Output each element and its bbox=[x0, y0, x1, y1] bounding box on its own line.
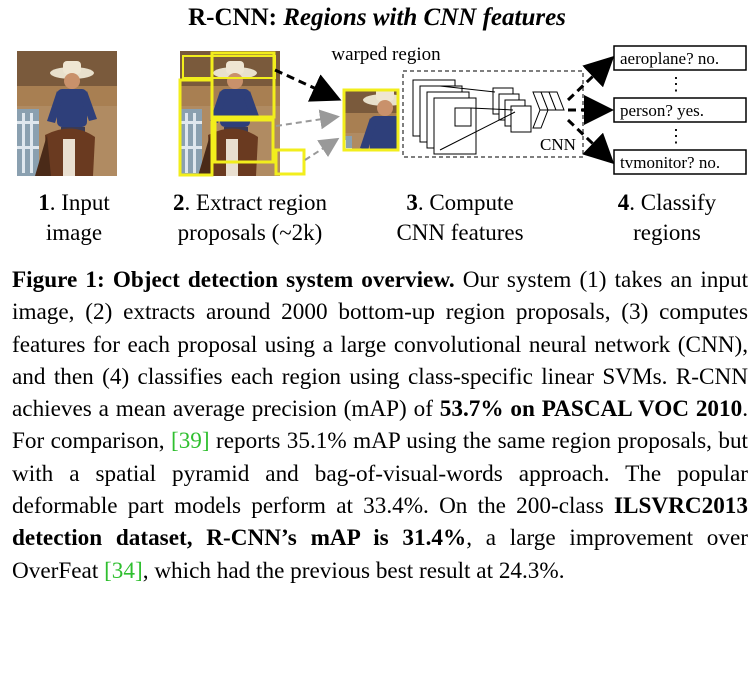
step-3-line1: . Compute bbox=[417, 190, 514, 215]
step-1: 1. Input image bbox=[14, 188, 134, 248]
figure-caption: Figure 1: Object detection system overvi… bbox=[12, 264, 748, 587]
rcnn-figure: R-CNN: Regions with CNN features bbox=[0, 0, 754, 252]
citation-39[interactable]: [39] bbox=[170, 428, 210, 455]
step-2: 2. Extract region proposals (~2k) bbox=[150, 188, 350, 248]
ellipsis-1: ⋮ bbox=[667, 74, 685, 94]
caption-heading: Object detection system overview. bbox=[112, 267, 455, 293]
caption-text-5: , which had the previous best result at … bbox=[142, 557, 565, 584]
title-italic: Regions with CNN features bbox=[283, 4, 566, 31]
step-1-line2: image bbox=[45, 220, 103, 245]
caption-text-4: , a large improvement over OverFeat bbox=[12, 525, 748, 584]
step-3-number: 3 bbox=[406, 190, 418, 215]
warped-region-label: warped region bbox=[331, 44, 441, 65]
input-image bbox=[17, 51, 117, 176]
title-bold: R-CNN: bbox=[188, 4, 277, 31]
pipeline-diagram: warped region CNN bbox=[17, 44, 747, 177]
caption-bold-2: ILSVRC2013 detection dataset, R-CNN’s mA… bbox=[12, 493, 748, 552]
class-box-aeroplane: aeroplane? no. bbox=[613, 45, 747, 71]
class-label-tvmonitor: tvmonitor? no. bbox=[620, 153, 720, 172]
warped-region bbox=[342, 88, 400, 152]
figure-title: R-CNN: Regions with CNN features bbox=[0, 4, 754, 32]
step-4-line1: . Classify bbox=[629, 190, 717, 215]
class-label-person: person? yes. bbox=[620, 101, 704, 120]
cnn-network: CNN bbox=[402, 70, 584, 158]
step-4-number: 4 bbox=[617, 190, 630, 215]
step-3: 3. Compute CNN features bbox=[370, 188, 550, 248]
citation-34[interactable]: [34] bbox=[104, 557, 143, 584]
step-4-line2: regions bbox=[633, 220, 701, 245]
ellipsis-2: ⋮ bbox=[667, 126, 685, 146]
step-4: 4. Classify regions bbox=[592, 188, 742, 248]
caption-label: Figure 1: bbox=[12, 267, 105, 293]
class-label-aeroplane: aeroplane? no. bbox=[620, 49, 719, 68]
step-2-line2: proposals (~2k) bbox=[177, 220, 323, 245]
step-3-line2: CNN features bbox=[396, 220, 524, 245]
caption-text-3: reports 35.1% mAP using the same region … bbox=[12, 428, 748, 520]
caption-text-1: Our system (1) takes an input image, (2)… bbox=[12, 267, 749, 423]
class-box-tvmonitor: tvmonitor? no. bbox=[613, 149, 747, 175]
cnn-label: CNN bbox=[540, 135, 576, 154]
step-1-line1: . Input bbox=[49, 190, 110, 215]
step-2-number: 2 bbox=[173, 190, 185, 215]
caption-bold-1: 53.7% on PASCAL VOC 2010 bbox=[439, 396, 743, 423]
proposals-image bbox=[178, 51, 306, 177]
caption-text-2: . For comparison, bbox=[12, 396, 748, 455]
step-1-number: 1 bbox=[38, 190, 50, 215]
class-box-person: person? yes. bbox=[613, 97, 747, 123]
step-2-line1: . Extract region bbox=[184, 190, 327, 215]
